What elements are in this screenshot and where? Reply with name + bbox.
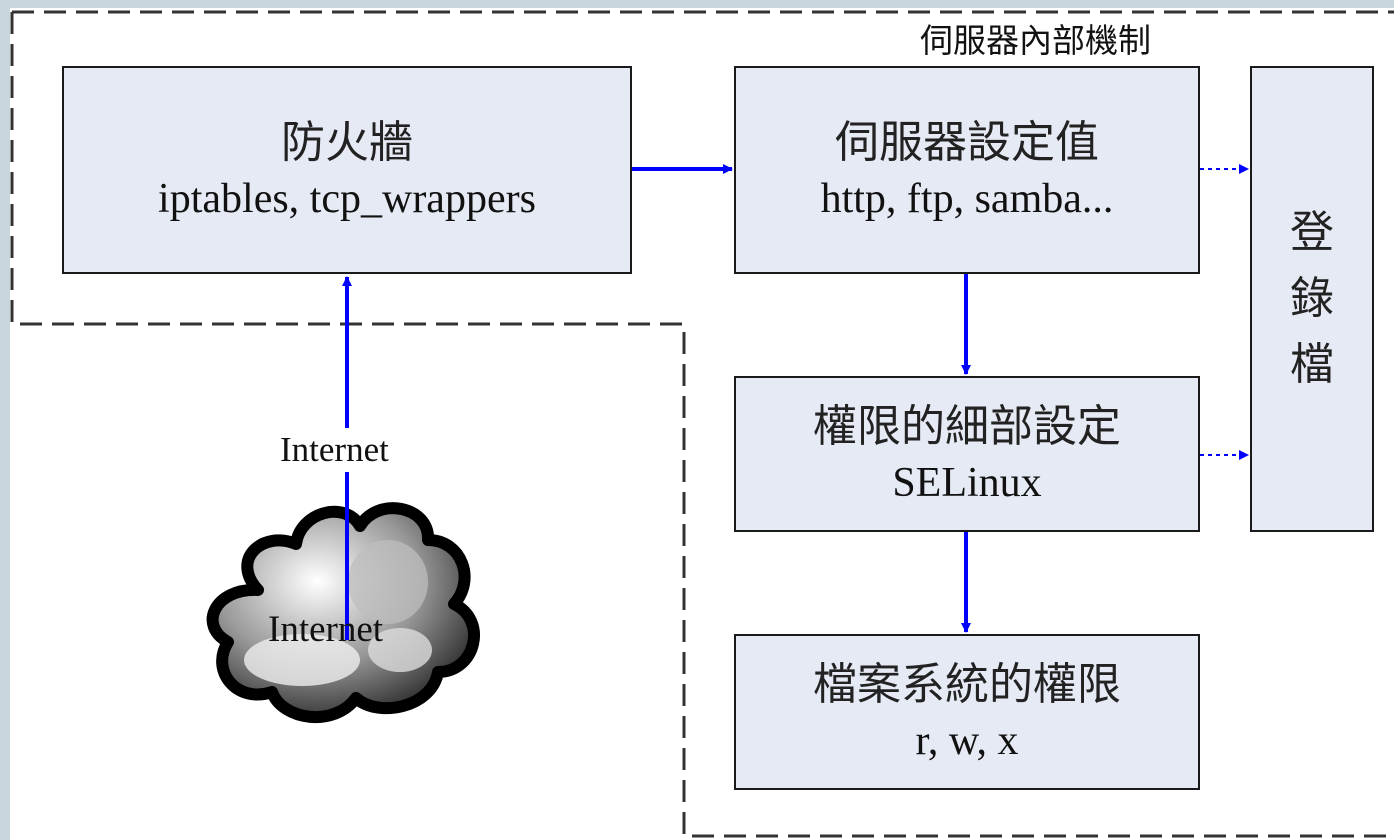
permission-details-box: 權限的細部設定 SELinux [734,376,1200,532]
server-internal-boundary [10,10,1394,838]
log-char-2: 錄 [1290,273,1334,324]
log-char-3: 檔 [1290,339,1334,390]
log-char-1: 登 [1290,207,1334,258]
log-box: 登 錄 檔 [1250,66,1374,532]
firewall-box: 防火牆 iptables, tcp_wrappers [62,66,632,274]
internet-cloud-label: Internet [268,609,384,650]
filesystem-permissions-title: 檔案系統的權限 [813,659,1121,710]
server-settings-box: 伺服器設定值 http, ftp, samba... [734,66,1200,274]
permission-details-title: 權限的細部設定 [813,401,1121,452]
firewall-title: 防火牆 [281,117,413,168]
filesystem-permissions-box: 檔案系統的權限 r, w, x [734,634,1200,790]
internet-cloud-icon [206,502,480,724]
server-settings-title: 伺服器設定值 [835,117,1099,168]
filesystem-permissions-subtitle: r, w, x [915,718,1019,764]
internet-arrow-label: Internet [276,428,393,472]
server-internal-region-label: 伺服器內部機制 [916,14,1155,62]
server-settings-subtitle: http, ftp, samba... [820,176,1114,222]
permission-details-subtitle: SELinux [892,460,1042,506]
firewall-subtitle: iptables, tcp_wrappers [158,176,536,222]
